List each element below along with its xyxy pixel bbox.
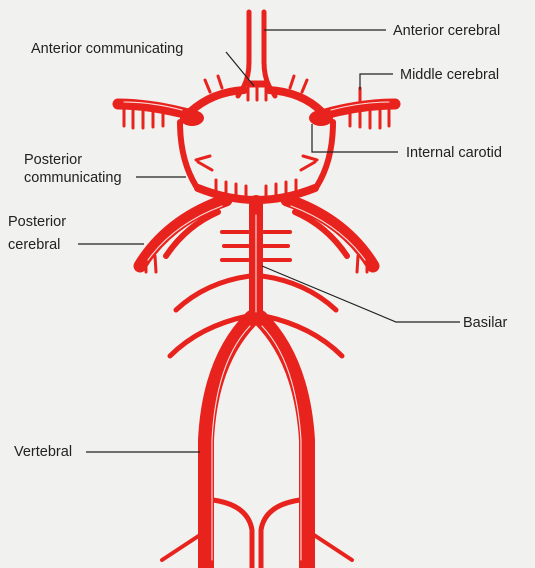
label-basilar: Basilar xyxy=(463,315,507,331)
label-internal-carotid: Internal carotid xyxy=(406,145,502,161)
label-posterior-cerebral-1: Posterior xyxy=(8,214,66,230)
posterior-communicating-artery xyxy=(180,122,333,186)
label-posterior-communicating-2: communicating xyxy=(24,170,122,186)
label-middle-cerebral: Middle cerebral xyxy=(400,67,499,83)
leader-middle-cerebral xyxy=(360,74,393,90)
label-posterior-cerebral-2: cerebral xyxy=(8,237,60,253)
label-anterior-communicating: Anterior communicating xyxy=(31,41,183,57)
vessel-highlights xyxy=(124,102,389,560)
arteries xyxy=(118,12,395,568)
label-posterior-communicating-1: Posterior xyxy=(24,152,82,168)
leader-internal-carotid xyxy=(312,124,398,152)
label-anterior-cerebral: Anterior cerebral xyxy=(393,23,500,39)
leader-basilar xyxy=(262,266,460,322)
label-vertebral: Vertebral xyxy=(14,444,72,460)
vertebral-artery xyxy=(162,318,352,568)
